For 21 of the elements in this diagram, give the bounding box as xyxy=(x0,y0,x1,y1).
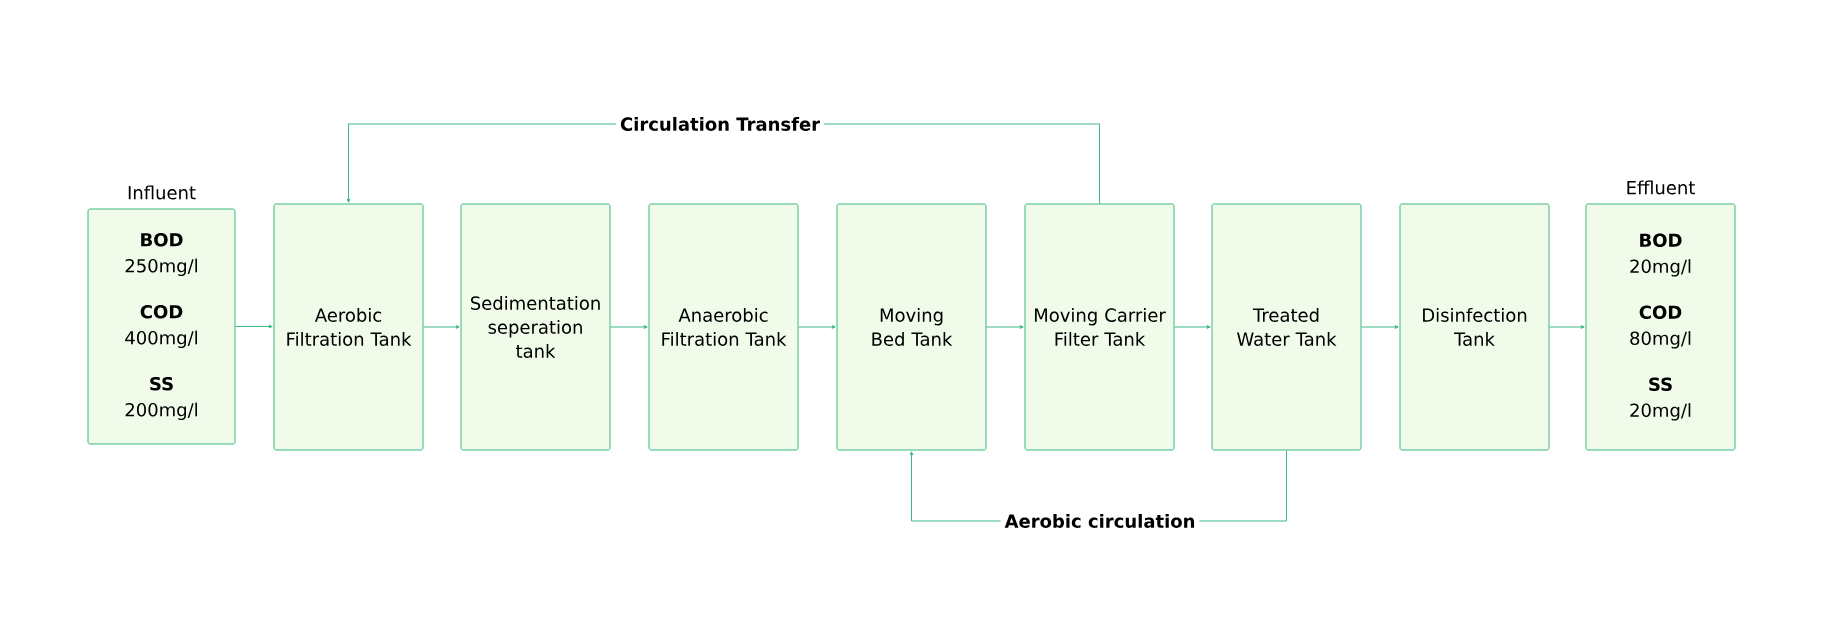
arrow xyxy=(1361,325,1399,329)
arrow xyxy=(798,325,836,329)
arrow xyxy=(610,325,648,329)
process-box: Aerobic Filtration Tank xyxy=(273,203,424,451)
arrow xyxy=(1549,325,1585,329)
arrow xyxy=(423,325,460,329)
node-label: Effluent xyxy=(1627,180,1695,195)
process-box: Disinfection Tank xyxy=(1399,203,1550,451)
edge-label: Circulation Transfer xyxy=(616,113,825,135)
process-box: Moving Bed Tank xyxy=(836,203,987,451)
process-box: Anaerobic Filtration Tank xyxy=(648,203,799,451)
stage-box: Influent BOD 250mg/l COD 400mg/l SS 200mg/l xyxy=(87,185,236,445)
process-box: Treated Water Tank xyxy=(1211,203,1362,451)
node-label: Influent xyxy=(128,185,196,200)
edge-label: Aerobic circulation xyxy=(1000,510,1200,532)
stage-box: Effluent BOD 20mg/l COD 80mg/l SS 20mg/l xyxy=(1585,180,1736,451)
process-box: Sedimentation seperation tank xyxy=(460,203,611,451)
arrow xyxy=(1174,325,1211,329)
arrow xyxy=(235,324,273,329)
process-box: Moving Carrier Filter Tank xyxy=(1024,203,1175,451)
arrow xyxy=(986,325,1024,329)
